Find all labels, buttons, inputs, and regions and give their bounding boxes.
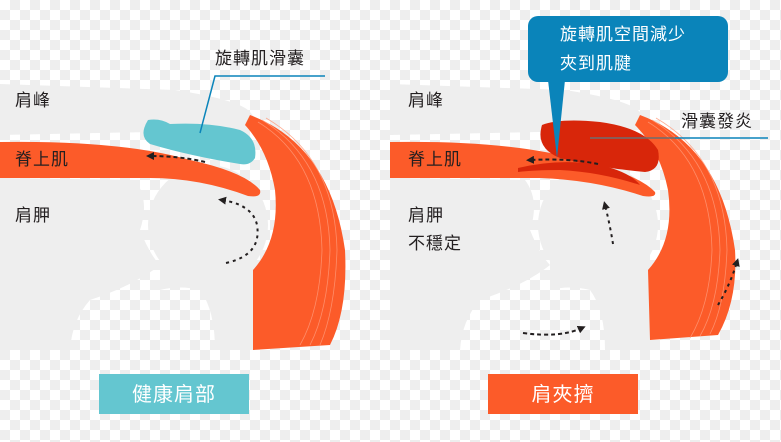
impingement-shoulder-illustration bbox=[390, 80, 768, 350]
bursa-pointer-line bbox=[199, 75, 325, 134]
acromion-bone bbox=[0, 84, 256, 135]
deltoid-pull-arrow bbox=[717, 258, 740, 306]
callout-line-2: 夾到肌腱 bbox=[560, 54, 632, 74]
scapula-rotation-arrow bbox=[522, 326, 586, 336]
label-scapula-left: 肩胛 bbox=[15, 206, 51, 226]
healthy-shoulder-tag: 健康肩部 bbox=[99, 374, 249, 414]
scapula-bone bbox=[390, 178, 550, 350]
upward-migration-arrow bbox=[602, 201, 614, 245]
label-supraspinatus-right: 脊上肌 bbox=[408, 150, 462, 170]
humeral-head bbox=[148, 165, 268, 285]
humerus-shaft bbox=[550, 260, 650, 350]
humerus-shaft bbox=[160, 260, 255, 350]
inflamed-bursa bbox=[540, 120, 659, 172]
retraction-arrow bbox=[146, 152, 206, 163]
impingement-callout: 旋轉肌空間減少 夾到肌腱 bbox=[528, 16, 728, 82]
healthy-shoulder-illustration bbox=[0, 75, 346, 350]
label-acromion-right: 肩峰 bbox=[408, 91, 444, 111]
deltoid-muscle bbox=[245, 115, 346, 350]
impingement-tag: 肩夾擠 bbox=[488, 374, 638, 414]
label-rotator-bursa: 旋轉肌滑囊 bbox=[215, 49, 305, 69]
inflamed-tendon bbox=[518, 162, 640, 185]
rotation-arrow bbox=[218, 196, 259, 264]
subacromial-bursa bbox=[143, 119, 256, 165]
supraspinatus-muscle bbox=[0, 141, 261, 197]
scapula-bone bbox=[0, 178, 160, 350]
humeral-head bbox=[538, 165, 658, 285]
deltoid-muscle bbox=[635, 115, 736, 340]
retraction-arrow bbox=[526, 155, 599, 165]
callout-line-1: 旋轉肌空間減少 bbox=[560, 25, 686, 45]
label-scapula-unstable: 不穩定 bbox=[408, 234, 462, 254]
label-bursitis: 滑囊發炎 bbox=[681, 112, 753, 132]
label-supraspinatus-left: 脊上肌 bbox=[15, 150, 69, 170]
label-acromion-left: 肩峰 bbox=[15, 91, 51, 111]
callout-pointer bbox=[548, 80, 565, 158]
label-scapula-right: 肩胛 bbox=[408, 206, 444, 226]
